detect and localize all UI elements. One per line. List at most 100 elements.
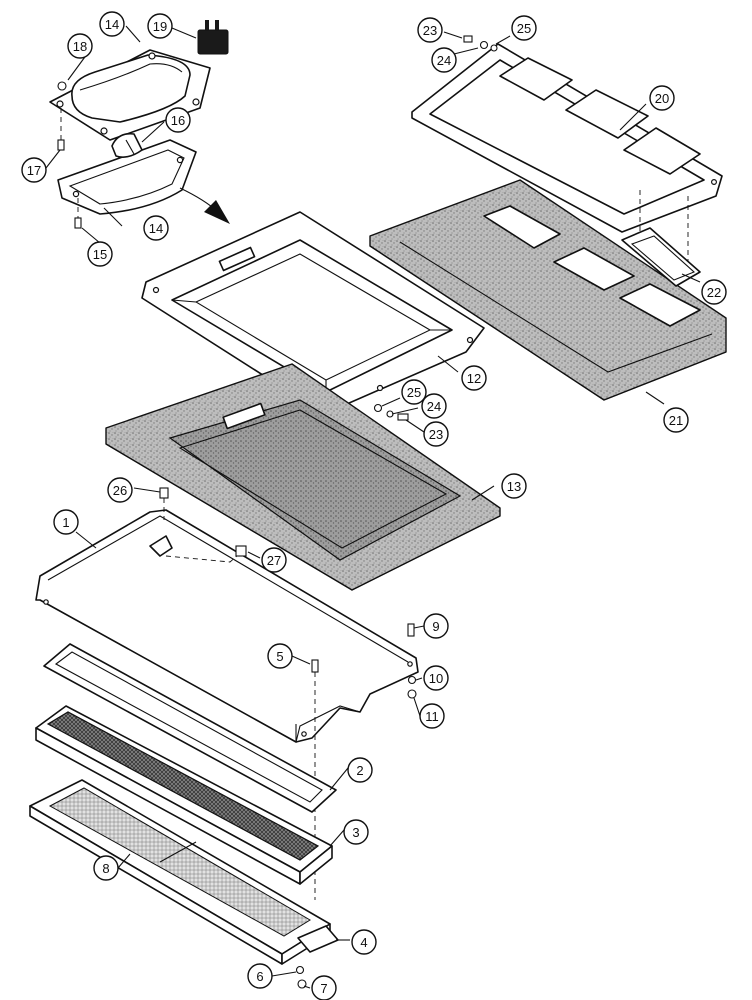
callout-c23b: 23 xyxy=(423,421,449,447)
callout-c3: 3 xyxy=(343,819,369,845)
callout-c24a: 24 xyxy=(431,47,457,73)
callout-circle xyxy=(267,643,293,669)
callout-circle xyxy=(701,279,727,305)
callout-circle xyxy=(511,15,537,41)
callout-number: 24 xyxy=(437,53,451,68)
callout-circle xyxy=(143,215,169,241)
callout-number: 16 xyxy=(171,113,185,128)
bulb-part xyxy=(111,132,143,158)
callout-c21: 21 xyxy=(663,407,689,433)
callout-circle xyxy=(423,421,449,447)
callout-number: 11 xyxy=(425,709,439,724)
callout-circle xyxy=(99,11,125,37)
callout-number: 23 xyxy=(423,23,437,38)
gasket-part xyxy=(43,643,337,813)
callout-circle xyxy=(247,963,273,989)
callout-c18: 18 xyxy=(67,33,93,59)
callout-circle xyxy=(87,241,113,267)
callout-number: 24 xyxy=(427,399,441,414)
callout-number: 8 xyxy=(102,861,109,876)
roof-insulation-part xyxy=(369,179,727,401)
callout-circle xyxy=(421,393,447,419)
cover-screws xyxy=(57,81,82,229)
callout-c6: 6 xyxy=(247,963,273,989)
callout-c14b: 14 xyxy=(143,215,169,241)
callout-c2: 2 xyxy=(347,757,373,783)
callout-number: 4 xyxy=(360,935,367,950)
callout-c26: 26 xyxy=(107,477,133,503)
callout-layer: 1234567891011121314141516171819202122232… xyxy=(21,11,727,1000)
callout-c24b: 24 xyxy=(421,393,447,419)
callout-circle xyxy=(311,975,337,1000)
callout-c19: 19 xyxy=(147,13,173,39)
roof-frame-part xyxy=(411,43,723,233)
callout-circle xyxy=(461,365,487,391)
callout-number: 15 xyxy=(93,247,107,262)
callout-number: 2 xyxy=(356,763,363,778)
callout-c12: 12 xyxy=(461,365,487,391)
center-hardware-stack xyxy=(373,403,409,421)
callout-number: 25 xyxy=(517,21,531,36)
callout-circle xyxy=(147,13,173,39)
callout-circle xyxy=(347,757,373,783)
callout-number: 3 xyxy=(352,825,359,840)
callout-number: 14 xyxy=(149,221,163,236)
callout-number: 17 xyxy=(27,163,41,178)
callout-c23a: 23 xyxy=(417,17,443,43)
callout-number: 14 xyxy=(105,17,119,32)
callout-c17: 17 xyxy=(21,157,47,183)
callout-circle xyxy=(423,665,449,691)
callout-circle xyxy=(351,929,377,955)
callout-circle xyxy=(343,819,369,845)
callout-c20: 20 xyxy=(649,85,675,111)
relay-part xyxy=(197,20,229,55)
callout-circle xyxy=(53,509,79,535)
callout-number: 18 xyxy=(73,39,87,54)
callout-circle xyxy=(401,379,427,405)
callout-number: 19 xyxy=(153,19,167,34)
direction-arrow-icon xyxy=(179,187,230,224)
callout-c25b: 25 xyxy=(401,379,427,405)
callout-c14a: 14 xyxy=(99,11,125,37)
callout-number: 6 xyxy=(256,969,263,984)
callout-circle xyxy=(261,547,287,573)
callout-number: 27 xyxy=(267,553,281,568)
callout-c27: 27 xyxy=(261,547,287,573)
callout-circle xyxy=(663,407,689,433)
callout-number: 25 xyxy=(407,385,421,400)
callout-c1: 1 xyxy=(53,509,79,535)
top-hardware-stack xyxy=(463,35,498,52)
callout-circle xyxy=(165,107,191,133)
callout-circle xyxy=(93,855,119,881)
callout-c5: 5 xyxy=(267,643,293,669)
callout-c8: 8 xyxy=(93,855,119,881)
callout-circle xyxy=(107,477,133,503)
callout-circle xyxy=(67,33,93,59)
lens-housing-part xyxy=(57,139,197,215)
callout-number: 7 xyxy=(320,981,327,996)
callout-number: 1 xyxy=(62,515,69,530)
callout-number: 12 xyxy=(467,371,481,386)
callout-c11: 11 xyxy=(419,703,445,729)
callout-c13: 13 xyxy=(501,473,527,499)
callout-number: 5 xyxy=(276,649,283,664)
callout-circle xyxy=(21,157,47,183)
callout-c7: 7 xyxy=(311,975,337,1000)
mounting-bracket-part xyxy=(621,190,701,287)
callout-number: 21 xyxy=(669,413,683,428)
callout-number: 20 xyxy=(655,91,669,106)
callout-number: 26 xyxy=(113,483,127,498)
callout-number: 9 xyxy=(432,619,439,634)
callout-circle xyxy=(501,473,527,499)
callout-number: 10 xyxy=(429,671,443,686)
callout-number: 13 xyxy=(507,479,521,494)
callout-circle xyxy=(417,17,443,43)
main-housing-part xyxy=(35,509,419,743)
callout-circle xyxy=(649,85,675,111)
callout-number: 22 xyxy=(707,285,721,300)
callout-circle xyxy=(431,47,457,73)
callout-circle xyxy=(423,613,449,639)
callout-c15: 15 xyxy=(87,241,113,267)
